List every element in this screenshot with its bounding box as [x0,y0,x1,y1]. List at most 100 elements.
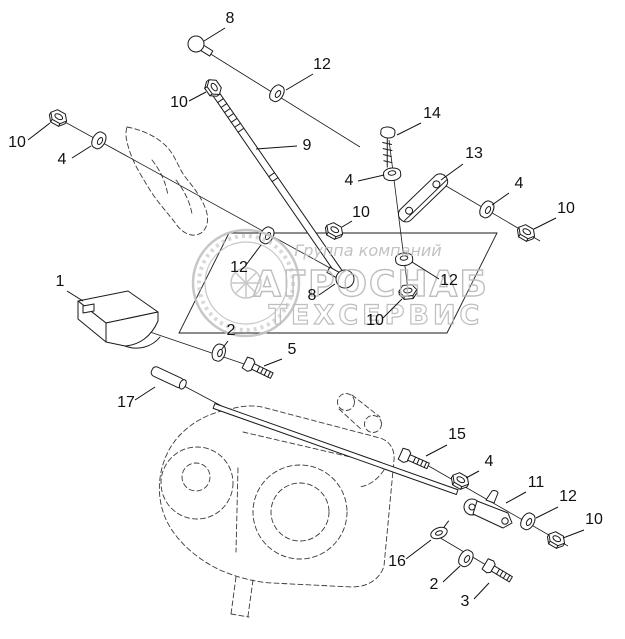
nut-10-right [514,221,538,245]
callout-19-part-17: 17 [117,386,156,411]
callout-23-part-12: 12 [535,488,577,519]
callout-4-part-14: 14 [396,105,441,136]
callout-16-part-1: 1 [56,273,84,302]
callout-leader-line [491,192,510,206]
callout-number: 10 [585,511,603,528]
callout-number: 12 [559,488,577,505]
callout-number: 13 [465,145,483,162]
callout-8-part-10: 10 [533,200,575,230]
callout-leader-line [71,145,92,159]
watermark-company-group-text: Группа компаний [294,241,441,260]
callout-leader-line [203,27,226,42]
callout-leader-line [535,506,559,519]
callout-number: 10 [352,204,370,221]
callout-21-part-4: 4 [465,453,494,479]
callout-number: 9 [303,137,312,154]
nut-10-mid [322,220,346,242]
callout-24-part-10: 10 [562,511,603,539]
callout-number: 15 [448,426,466,443]
watermark: Группа компаний АГРОСНАБ ТЕХСЕРВИС [191,228,489,338]
callout-leader-line [318,283,336,296]
parts-layer [46,35,568,586]
bolt-3 [481,557,515,586]
callout-20-part-15: 15 [425,426,466,457]
callout-number: 3 [461,593,470,610]
callout-number: 10 [557,200,575,217]
callout-leader-line [66,290,84,302]
callout-3-part-9: 9 [255,137,312,154]
clevis-11 [463,490,513,529]
callout-leader-line [255,145,298,150]
callout-number: 10 [8,134,26,151]
callout-number: 4 [515,175,524,192]
callout-number: 4 [58,151,67,168]
bolt-5 [241,355,276,383]
callout-leader-line [245,244,262,266]
callout-leader-line [396,122,422,136]
callout-leader-line [221,340,229,350]
callout-number: 14 [423,105,441,122]
callout-number: 2 [227,322,236,339]
ball-stud-bottom [326,266,355,289]
nut-10-left [46,107,70,129]
callout-5-part-13: 13 [440,145,483,181]
callout-18-part-5: 5 [263,341,297,367]
callout-number: 8 [226,10,235,27]
washer-12-top [266,82,288,105]
callout-leader-line [27,122,51,141]
callout-leader-line [405,539,432,560]
callout-number: 10 [170,94,188,111]
ghost-housing [158,393,395,618]
callout-leader-line [533,217,557,230]
callout-25-part-16: 16 [388,539,432,570]
bolt-15 [397,447,432,473]
callout-26-part-2: 2 [430,565,461,593]
callout-9-part-10: 10 [341,204,370,228]
callout-2-part-10: 10 [170,91,207,111]
callout-leader-line [341,220,353,228]
callout-leader-line [411,261,440,280]
callout-number: 12 [440,272,458,289]
washer-12-lower [517,510,539,533]
callout-leader-line [473,582,490,600]
callout-leader-line [134,386,156,401]
callout-leader-line [440,163,464,181]
callout-27-part-3: 3 [461,582,490,610]
pin-17 [150,366,187,390]
watermark-brand-text: АГРОСНАБ [253,264,489,305]
bracket-13 [397,173,449,223]
ghost-upper-bracket [125,126,209,236]
callout-12-part-8: 8 [308,283,336,304]
callout-leader-line [465,470,480,479]
callout-22-part-11: 11 [505,474,545,504]
callout-11-part-10: 10 [366,298,403,329]
washer-4-left [88,129,109,152]
callout-number: 12 [313,56,331,73]
nut-10-lower [544,528,568,552]
washer-4-screw14 [382,166,402,182]
callout-number: 16 [388,553,406,570]
control-rod-lower [212,403,459,495]
callout-number: 10 [366,312,384,329]
callout-number: 11 [528,474,545,491]
ball-stud-top [187,35,214,57]
callout-number: 17 [117,394,135,411]
callout-0-part-8: 8 [203,10,235,42]
callout-6-part-4: 4 [345,172,385,189]
callout-leader-line [188,91,207,102]
callout-leader-line [442,565,461,583]
callout-leader-line [357,174,385,182]
callout-leader-line [382,298,403,319]
cover-1 [77,290,161,349]
washer-4-right [476,198,497,221]
callout-10-part-12: 12 [411,261,458,289]
callout-number: 5 [288,341,297,358]
callout-number: 12 [230,259,248,276]
callout-leader-line [562,529,585,539]
callout-17-part-2: 2 [221,322,236,350]
watermark-brand-sub-text: ТЕХСЕРВИС [269,300,484,331]
callout-number: 1 [56,273,65,290]
callout-7-part-4: 4 [491,175,524,206]
